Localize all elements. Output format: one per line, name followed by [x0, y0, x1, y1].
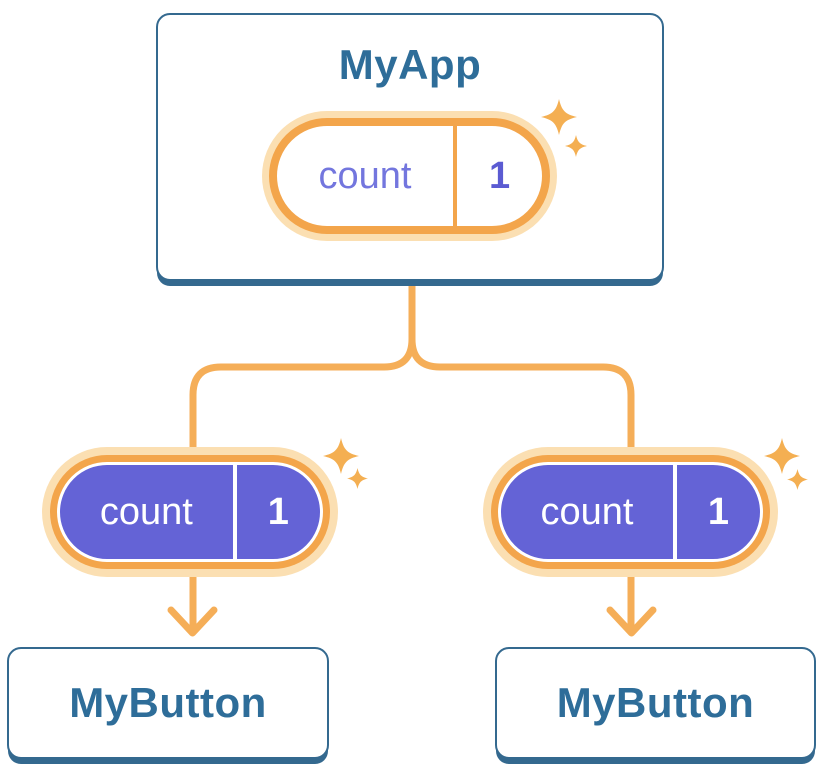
state-pill-left-child: count 1: [42, 447, 338, 577]
connector-right-branch: [408, 279, 635, 632]
state-name: count: [540, 490, 634, 533]
component-card-myapp: MyApp count 1: [156, 13, 664, 281]
component-card-mybutton-left: MyButton: [7, 647, 329, 759]
sparkle-icon: [323, 438, 359, 474]
component-title: MyButton: [556, 679, 755, 726]
sparkle-icon: [787, 469, 808, 490]
state-pill-body: count 1: [498, 462, 763, 562]
component-card-mybutton-right: MyButton: [495, 647, 816, 759]
state-pill-body: count 1: [269, 118, 550, 234]
state-pill-root: count 1: [262, 111, 557, 241]
arrow-down-icon: [606, 606, 657, 637]
sparkle-icon: [347, 468, 368, 489]
sparkle-icon: [565, 135, 587, 157]
state-name: count: [318, 154, 412, 197]
state-value: 1: [488, 154, 511, 197]
state-pill-right-child: count 1: [483, 447, 778, 577]
state-pill-body: count 1: [57, 462, 323, 562]
component-title: MyApp: [338, 41, 482, 88]
pill-divider: [672, 465, 677, 559]
sparkle-icon: [764, 438, 800, 474]
component-title: MyButton: [69, 679, 267, 726]
sparkle-icon: [541, 99, 577, 135]
pill-ring: count 1: [50, 455, 330, 569]
state-name: count: [99, 490, 193, 533]
arrow-down-icon: [167, 606, 218, 637]
pill-divider: [453, 126, 458, 226]
pill-divider: [232, 465, 237, 559]
pill-ring: count 1: [491, 455, 770, 569]
state-value: 1: [267, 490, 289, 533]
state-value: 1: [707, 490, 730, 533]
